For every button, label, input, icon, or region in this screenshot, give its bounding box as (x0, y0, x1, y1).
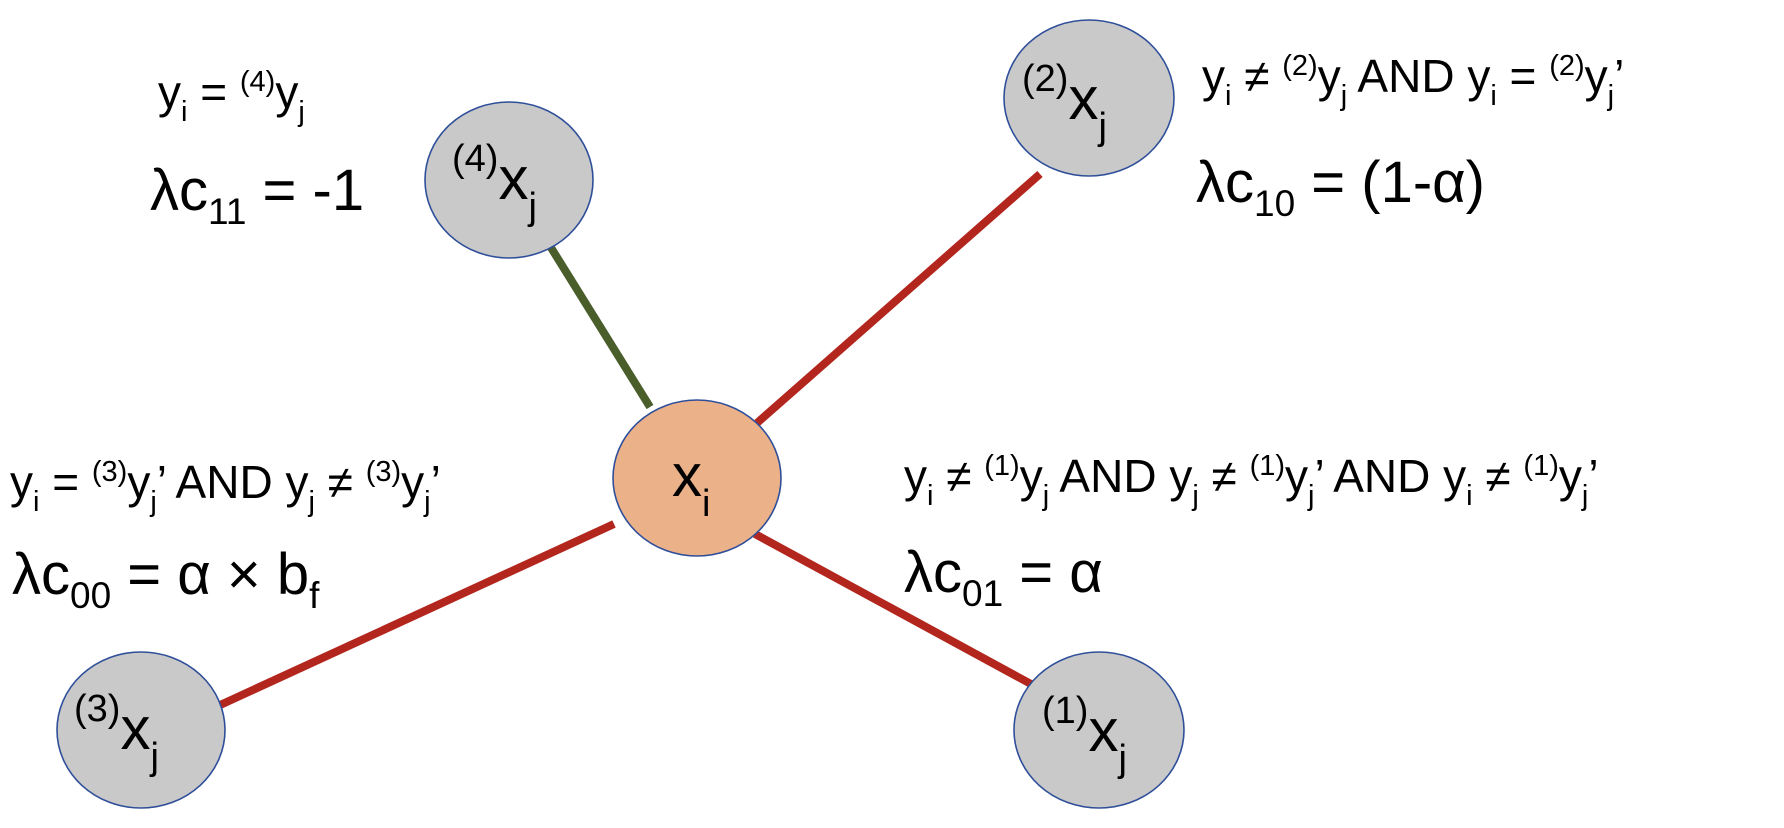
math-text: y (127, 456, 151, 508)
math-subscript: j (308, 486, 315, 518)
edge-center-to-neighbor-1 (753, 530, 1044, 694)
math-text: ≠ (1198, 450, 1250, 502)
neighbor-node-2-label: (2)xj (1022, 58, 1107, 148)
math-text: λc (1196, 150, 1254, 215)
math-superscript: (1) (1523, 450, 1559, 482)
math-subscript: i (33, 486, 40, 518)
math-superscript: (4) (239, 66, 276, 98)
center-node-label: xi (672, 442, 711, 525)
math-text: ≠ (1472, 450, 1524, 502)
math-text: λc (904, 540, 962, 605)
math-text: y (1317, 50, 1341, 102)
math-subscript: j (1340, 80, 1348, 112)
math-text: y (275, 66, 299, 118)
math-text: λc (12, 542, 70, 607)
math-subscript: i (181, 96, 188, 128)
math-subscript: i (1225, 80, 1232, 112)
math-text: λc (150, 158, 208, 223)
cost-neighbor-1: λc01 = α (904, 544, 1103, 614)
edge-center-to-neighbor-3 (216, 520, 616, 710)
math-text: y (401, 456, 425, 508)
math-text: ’ (430, 456, 441, 508)
math-text: y (1584, 50, 1608, 102)
center-node (612, 399, 782, 557)
math-text: AND y (1347, 50, 1491, 102)
math-superscript: (1) (984, 450, 1020, 482)
math-text: ≠ (314, 456, 366, 508)
math-text: y (10, 456, 33, 508)
neighbor-node-1-label: (1)xj (1042, 690, 1127, 780)
condition-neighbor-2: yi ≠ (2)yj AND yi = (2)yj’ (1202, 52, 1624, 111)
math-text: y (158, 66, 181, 118)
neighbor-node-1 (1013, 651, 1185, 809)
cost-neighbor-3: λc00 = α × bf (12, 546, 320, 616)
math-subscript: 11 (208, 191, 247, 232)
math-text: y (1202, 50, 1225, 102)
math-subscript: j (1607, 80, 1615, 112)
math-superscript: (1) (1249, 450, 1286, 482)
math-superscript: (3) (365, 456, 402, 488)
condition-neighbor-3: yi = (3)yj’ AND yj ≠ (3)yj’ (10, 458, 441, 517)
math-text: y (1019, 450, 1043, 502)
math-text: ’ AND y (156, 456, 309, 508)
math-subscript: 00 (70, 575, 112, 616)
math-subscript: j (1308, 480, 1315, 512)
condition-neighbor-1: yi ≠ (1)yj AND yj ≠ (1)yj’ AND yi ≠ (1)y… (904, 452, 1599, 511)
math-text: = (187, 66, 240, 118)
math-superscript: (3) (91, 456, 128, 488)
math-text: ’ AND y (1314, 450, 1467, 502)
neighbor-node-4-label: (4)xj (452, 138, 537, 228)
math-text: = α (1003, 540, 1103, 605)
math-superscript: (2) (1282, 50, 1318, 82)
math-text: ’ (1588, 450, 1599, 502)
cost-neighbor-2: λc10 = (1-α) (1196, 154, 1485, 224)
math-superscript: (2) (1549, 50, 1585, 82)
math-subscript: i (927, 480, 934, 512)
math-text: = (1-α) (1295, 150, 1485, 215)
math-text: = α × b (111, 542, 310, 607)
math-text: = (39, 456, 92, 508)
math-text: ’ (1614, 50, 1625, 102)
neighbor-node-4 (424, 101, 594, 259)
math-subscript: f (309, 575, 320, 616)
math-text: AND y (1049, 450, 1193, 502)
edge-center-to-neighbor-2 (754, 170, 1043, 427)
condition-neighbor-4: yi = (4)yj (158, 68, 305, 127)
neighbor-node-2 (1003, 19, 1175, 177)
math-text: ≠ (933, 450, 985, 502)
math-text: y (904, 450, 927, 502)
math-text: = -1 (246, 158, 365, 223)
math-text: y (1558, 450, 1582, 502)
math-subscript: j (298, 96, 305, 128)
math-text: y (1285, 450, 1309, 502)
math-subscript: i (1490, 80, 1497, 112)
math-text: = (1496, 50, 1550, 102)
math-subscript: j (1581, 480, 1589, 512)
math-subscript: 01 (962, 573, 1004, 614)
math-subscript: j (424, 486, 431, 518)
math-text: ≠ (1231, 50, 1283, 102)
neighbor-node-3-label: (3)xj (74, 688, 159, 778)
cost-neighbor-4: λc11 = -1 (150, 162, 364, 232)
edge-center-to-neighbor-4 (546, 243, 654, 410)
math-subscript: j (1042, 480, 1050, 512)
math-subscript: 10 (1254, 183, 1296, 224)
math-subscript: j (1192, 480, 1199, 512)
math-subscript: i (1466, 480, 1473, 512)
neighbor-node-3 (56, 651, 226, 809)
math-subscript: j (150, 486, 157, 518)
